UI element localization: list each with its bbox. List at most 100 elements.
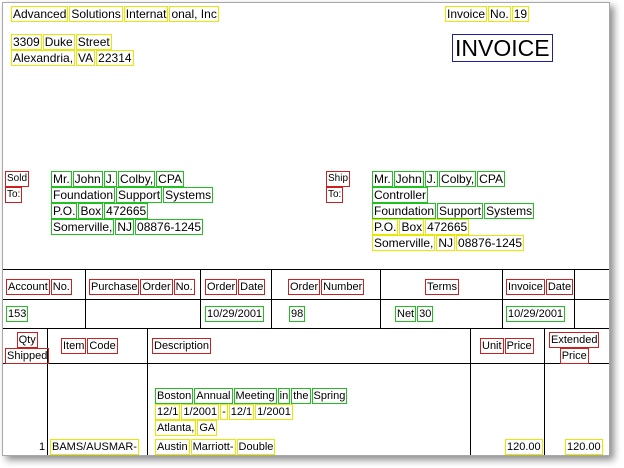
word: Double [236,439,276,455]
word: VA [76,50,96,66]
grid-line [47,328,48,455]
word: Spring [311,388,348,404]
word: NJ [436,235,456,251]
order-date-value: 10/29/2001 [205,306,265,322]
sold-to-label: Sold To: [5,171,30,203]
account-no-value: 153 [6,306,29,322]
word: 120.00 [565,439,603,455]
word: 1/2001 [181,404,220,420]
word: Mr. [51,171,72,187]
word: Qty [16,332,38,348]
word: 3309 [11,34,42,50]
word: 10/29/2001 [506,306,566,322]
row-qty: 1 [39,441,45,453]
word: Somerville, [51,219,115,235]
word: Box [78,203,104,219]
row-extended-price: 120.00 [565,439,604,455]
word: Order [205,279,238,295]
word: Atlanta, [155,420,197,436]
word: John [393,171,424,187]
row-item-code: BAMS/AUSMAR- [50,439,140,455]
invoice-number-value: 19 [511,6,530,22]
word: Date [238,279,266,295]
word: Unit [480,338,504,354]
grid-line [544,328,545,455]
word: 12/1 [228,404,255,420]
word: Price [559,348,589,364]
word: 08876-1245 [456,235,525,251]
word: Description [152,338,212,354]
word: Code [87,338,118,354]
word: Sold [5,171,30,187]
row-unit-price: 120.00 [505,439,544,455]
word: Foundation [51,187,116,203]
word: 12/1 [155,404,181,420]
grid-line [574,269,575,328]
ship-to-label: Ship To: [326,171,351,203]
word: Street [75,34,112,50]
word: 08876-1245 [135,219,204,235]
word: Somerville, [372,235,436,251]
grid-line [502,269,503,328]
word: No. [50,279,72,295]
grid-line [3,328,609,329]
word: Boston [155,388,194,404]
word: Date [545,279,574,295]
word: BAMS/AUSMAR- [50,439,139,455]
word: Net [395,306,417,322]
word: Foundation [372,203,437,219]
grid-line [147,328,148,455]
order-number-value: 98 [289,306,306,322]
word: Ship [326,171,351,187]
word: J. [424,171,439,187]
word: Shipped [5,348,50,364]
word: Purchase [89,279,140,295]
word: in [277,388,291,404]
grid-line [271,269,272,328]
word: CPA [156,171,184,187]
qty-value: 1 [39,441,46,453]
word: No. [173,279,195,295]
col-terms: Terms [425,279,460,295]
word: the [291,388,311,404]
word: Solutions [69,6,123,22]
invoice-title: INVOICE [452,34,553,62]
word: Colby, [118,171,156,187]
word: Number [321,279,365,295]
grid-line [380,269,381,328]
word: Item [61,338,87,354]
word: onal, Inc [169,6,219,22]
word: 153 [6,306,29,322]
word: CPA [477,171,505,187]
word: Box [399,219,425,235]
word: - [220,404,228,420]
word: Order [288,279,321,295]
word: 1/2001 [255,404,293,420]
word: Price [504,338,534,354]
word: Systems [163,187,214,203]
word: Invoice [506,279,545,295]
word: Account [6,279,50,295]
word: Invoice [445,6,488,22]
word: Duke [42,34,75,50]
word: Mr. [372,171,393,187]
word: 472665 [104,203,149,219]
word: P.O. [372,219,399,235]
word: P.O. [51,203,78,219]
word: 30 [417,306,434,322]
word: J. [103,171,118,187]
